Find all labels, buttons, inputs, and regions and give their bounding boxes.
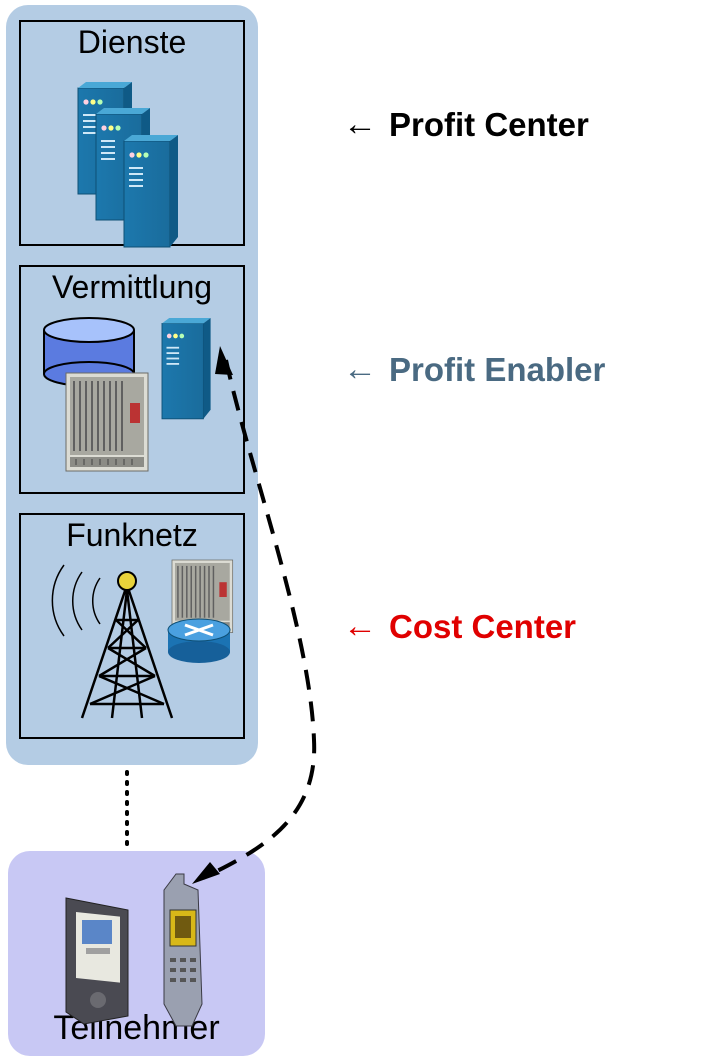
cost-center-label: ← Cost Center bbox=[343, 607, 576, 646]
pda-icon bbox=[65, 897, 129, 1025]
radio-network-layer-box: Funknetz bbox=[19, 513, 245, 739]
dashed-signal-path bbox=[202, 359, 317, 880]
radio-network-layer-title: Funknetz bbox=[66, 517, 198, 553]
profit-enabler-text: Profit Enabler bbox=[389, 350, 606, 388]
services-layer-title: Dienste bbox=[77, 24, 187, 60]
left-arrow-icon: ← bbox=[343, 607, 377, 645]
profit-enabler-label: ← Profit Enabler bbox=[343, 350, 605, 389]
cost-center-text: Cost Center bbox=[389, 607, 577, 645]
radio-waves-icon bbox=[51, 564, 101, 637]
left-arrow-icon: ← bbox=[343, 350, 377, 388]
profit-center-label: ← Profit Center bbox=[343, 105, 589, 144]
server-icon bbox=[161, 317, 212, 420]
switching-layer-title: Vermittlung bbox=[51, 269, 213, 305]
server-icon bbox=[123, 134, 179, 248]
profit-center-text: Profit Center bbox=[389, 105, 589, 143]
switch-rack-icon bbox=[65, 372, 149, 472]
left-arrow-icon: ← bbox=[343, 105, 377, 143]
mobile-phone-icon bbox=[163, 873, 203, 1027]
switching-layer-box: Vermittlung bbox=[19, 265, 245, 494]
arrowhead-up-icon bbox=[215, 346, 233, 375]
radio-tower-icon bbox=[80, 571, 174, 719]
router-icon bbox=[167, 618, 231, 663]
arrowhead-down-icon bbox=[192, 862, 220, 884]
subscriber-box: Teilnehmer bbox=[8, 851, 265, 1056]
